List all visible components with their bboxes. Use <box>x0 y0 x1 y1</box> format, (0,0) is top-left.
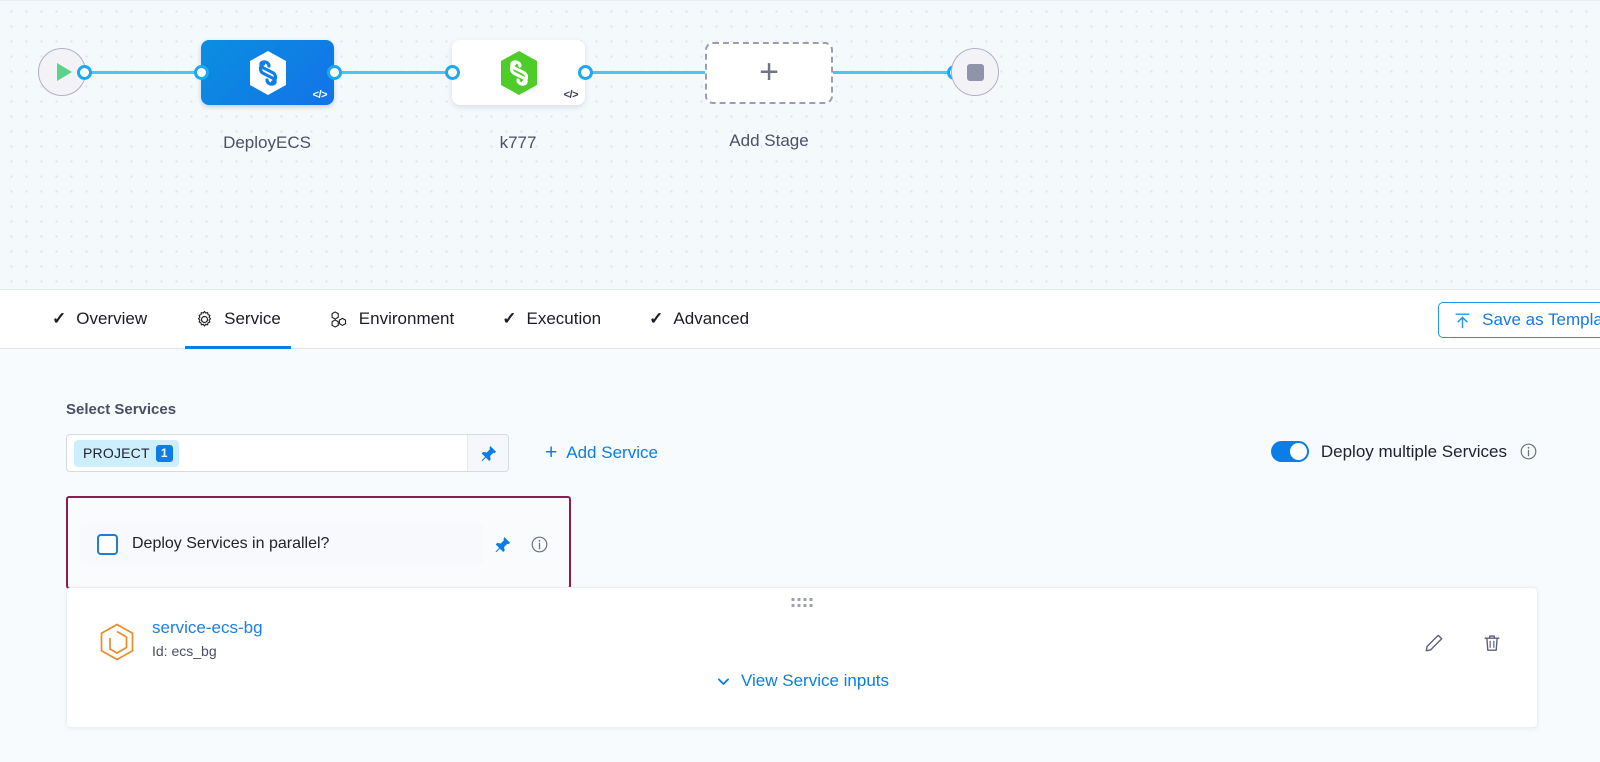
check-icon: ✓ <box>502 309 517 328</box>
check-icon: ✓ <box>649 309 664 328</box>
services-field-pin-button[interactable] <box>467 435 508 471</box>
add-service-button[interactable]: + Add Service <box>545 442 658 463</box>
check-icon: ✓ <box>52 309 67 328</box>
connector-stage1-to-stage2 <box>334 71 456 74</box>
tab-label: Execution <box>526 309 602 328</box>
code-icon[interactable]: </> <box>312 89 328 101</box>
pipeline-flow: </> DeployECS </> k777 + Add Stage <box>0 0 1600 180</box>
gear-icon <box>198 310 212 327</box>
deploy-parallel-field[interactable]: Deploy Services in parallel? <box>80 523 483 565</box>
environment-hexagons-icon <box>331 310 346 328</box>
pencil-icon[interactable] <box>1423 632 1445 654</box>
tab-label: Advanced <box>673 309 750 328</box>
tab-label: Service <box>224 309 281 328</box>
view-service-inputs-label: View Service inputs <box>740 671 890 690</box>
service-tab-panel: Select Services PROJECT 1 + Add Service … <box>0 349 1600 762</box>
deploy-parallel-checkbox[interactable] <box>97 533 118 555</box>
tab-label: Environment <box>358 309 455 328</box>
deploy-multiple-services-row: Deploy multiple Services <box>1270 441 1538 462</box>
tab-label: Overview <box>76 309 148 328</box>
chip-label: PROJECT <box>83 445 150 461</box>
deploy-parallel-highlight-region: Deploy Services in parallel? <box>66 496 571 589</box>
deploy-parallel-pin-button[interactable] <box>483 525 521 563</box>
deploy-multiple-services-toggle[interactable] <box>1270 441 1309 462</box>
add-service-label: Add Service <box>566 442 658 462</box>
start-node-connector-dot <box>77 65 92 80</box>
stage-label-k777: k777 <box>499 133 537 152</box>
upload-arrow-icon <box>1455 312 1470 328</box>
pin-icon <box>481 445 496 461</box>
deploy-parallel-info-button[interactable] <box>520 525 558 563</box>
trash-icon[interactable] <box>1481 632 1503 654</box>
tab-execution[interactable]: ✓ Execution <box>478 290 625 348</box>
tab-environment[interactable]: Environment <box>305 290 478 348</box>
play-icon <box>56 63 72 81</box>
plus-icon: + <box>759 52 779 91</box>
stage1-output-dot <box>327 65 342 80</box>
service-card-actions <box>1423 632 1503 654</box>
info-icon <box>531 536 547 552</box>
stage-config-tabbar: ✓ Overview Service Environment ✓ Executi… <box>0 289 1600 349</box>
add-stage-label: Add Stage <box>729 131 809 150</box>
deploy-parallel-label: Deploy Services in parallel? <box>132 535 330 552</box>
services-chip-project[interactable]: PROJECT 1 <box>74 439 179 467</box>
deploy-multiple-services-label: Deploy multiple Services <box>1320 441 1507 461</box>
services-input[interactable]: PROJECT 1 <box>66 434 509 472</box>
code-icon[interactable]: </> <box>563 89 579 101</box>
service-name-link[interactable]: service-ecs-bg <box>152 618 263 637</box>
drag-handle-icon[interactable] <box>791 598 813 607</box>
chip-count-badge: 1 <box>155 444 173 462</box>
pipeline-canvas[interactable]: </> DeployECS </> k777 + Add Stage <box>0 0 1600 289</box>
stage2-input-dot <box>445 65 460 80</box>
end-node[interactable] <box>951 48 999 96</box>
connector-stage2-to-addstage <box>584 71 706 74</box>
info-icon[interactable] <box>1519 442 1538 461</box>
stage-label-deployecs: DeployECS <box>223 133 311 152</box>
chevron-down-icon <box>717 677 730 685</box>
view-service-inputs-button[interactable]: View Service inputs <box>715 671 889 691</box>
tab-service[interactable]: Service <box>171 290 305 349</box>
stop-icon <box>966 63 984 81</box>
stage2-output-dot <box>578 65 593 80</box>
harness-hexagon-icon <box>249 50 286 95</box>
connector-addstage-to-end <box>832 71 954 74</box>
add-stage-button[interactable]: + <box>705 42 833 104</box>
plus-icon: + <box>545 441 558 464</box>
toggle-knob <box>1289 443 1307 460</box>
service-id-text: Id: ecs_bg <box>152 643 217 659</box>
start-node[interactable] <box>38 48 86 96</box>
tab-overview[interactable]: ✓ Overview <box>28 290 171 348</box>
save-as-template-label: Save as Template <box>1482 310 1600 329</box>
save-as-template-button[interactable]: Save as Template <box>1438 302 1600 338</box>
service-card[interactable]: service-ecs-bg Id: ecs_bg View Service i… <box>66 587 1538 728</box>
pin-icon <box>495 536 510 552</box>
service-hexagon-icon <box>100 623 134 661</box>
canvas-top-border <box>0 0 1600 1</box>
stage1-input-dot <box>194 65 209 80</box>
stage-node-deployecs[interactable]: </> <box>201 40 334 105</box>
harness-hexagon-green-icon <box>500 50 537 95</box>
stage-node-k777[interactable]: </> <box>452 40 585 105</box>
tab-advanced[interactable]: ✓ Advanced <box>625 290 773 348</box>
select-services-label: Select Services <box>66 401 177 418</box>
connector-start-to-stage1 <box>84 71 206 74</box>
